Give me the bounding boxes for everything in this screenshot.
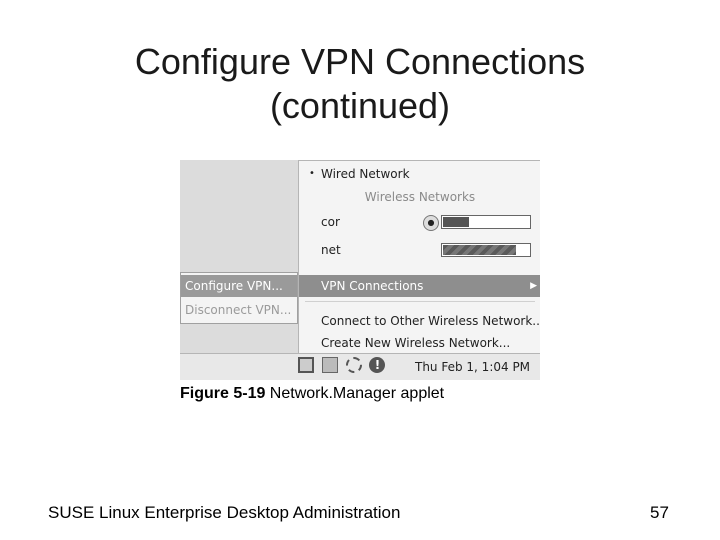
- networkmanager-menu: • Wired Network Wireless Networks cor ● …: [298, 160, 540, 354]
- menu-item-network-cor[interactable]: cor ●: [299, 211, 540, 233]
- submenu-arrow-icon: ▶: [530, 281, 537, 291]
- signal-fill: [443, 245, 516, 255]
- figure-caption-text: Network.Manager applet: [265, 385, 445, 402]
- network-icon[interactable]: [298, 357, 314, 373]
- menu-item-wired-network[interactable]: • Wired Network: [299, 163, 540, 185]
- alert-icon[interactable]: !: [369, 357, 386, 373]
- menu-item-connect-other[interactable]: Connect to Other Wireless Network...: [299, 310, 540, 332]
- menu-item-network-net[interactable]: net: [299, 239, 540, 261]
- document-icon[interactable]: [321, 357, 338, 373]
- menu-separator: [305, 301, 535, 302]
- menu-item-vpn-connections[interactable]: VPN Connections ▶: [299, 275, 540, 297]
- secure-lock-icon: ●: [423, 215, 439, 231]
- disconnect-vpn-label: Disconnect VPN...: [185, 303, 292, 317]
- page-number: 57: [650, 503, 669, 522]
- desktop-background: [180, 160, 299, 353]
- slide-title: Configure VPN Connections (continued): [0, 40, 720, 128]
- system-tray: !: [298, 357, 389, 377]
- vpn-connections-label: VPN Connections: [321, 279, 424, 293]
- panel-clock[interactable]: Thu Feb 1, 1:04 PM: [415, 360, 531, 374]
- create-new-label: Create New Wireless Network...: [321, 336, 511, 350]
- networkmanager-screenshot: • Wired Network Wireless Networks cor ● …: [180, 160, 540, 380]
- signal-strength-bar: [441, 243, 531, 257]
- selected-bullet-icon: •: [309, 168, 315, 179]
- title-line-1: Configure VPN Connections: [134, 41, 586, 82]
- signal-fill: [443, 217, 469, 227]
- menu-item-disconnect-vpn[interactable]: Disconnect VPN...: [181, 299, 297, 321]
- wireless-networks-heading: Wireless Networks: [299, 186, 540, 208]
- menu-item-configure-vpn[interactable]: Configure VPN...: [181, 275, 297, 297]
- connect-other-label: Connect to Other Wireless Network...: [321, 314, 540, 328]
- wired-network-label: Wired Network: [321, 167, 410, 181]
- bottom-panel: ! Thu Feb 1, 1:04 PM: [180, 353, 540, 380]
- network-name: cor: [321, 215, 340, 229]
- figure-caption: Figure 5-19 Network.Manager applet: [180, 385, 444, 403]
- figure-number: Figure 5-19: [180, 385, 266, 402]
- wireless-heading-label: Wireless Networks: [364, 190, 476, 204]
- network-name: net: [321, 243, 341, 257]
- footer-course-title: SUSE Linux Enterprise Desktop Administra…: [48, 503, 401, 522]
- vpn-submenu: Configure VPN... Disconnect VPN...: [180, 272, 298, 324]
- menu-item-create-new[interactable]: Create New Wireless Network...: [299, 332, 540, 354]
- configure-vpn-label: Configure VPN...: [185, 279, 283, 293]
- signal-strength-bar: [441, 215, 531, 229]
- settings-icon[interactable]: [345, 357, 362, 373]
- title-line-2: (continued): [269, 85, 451, 126]
